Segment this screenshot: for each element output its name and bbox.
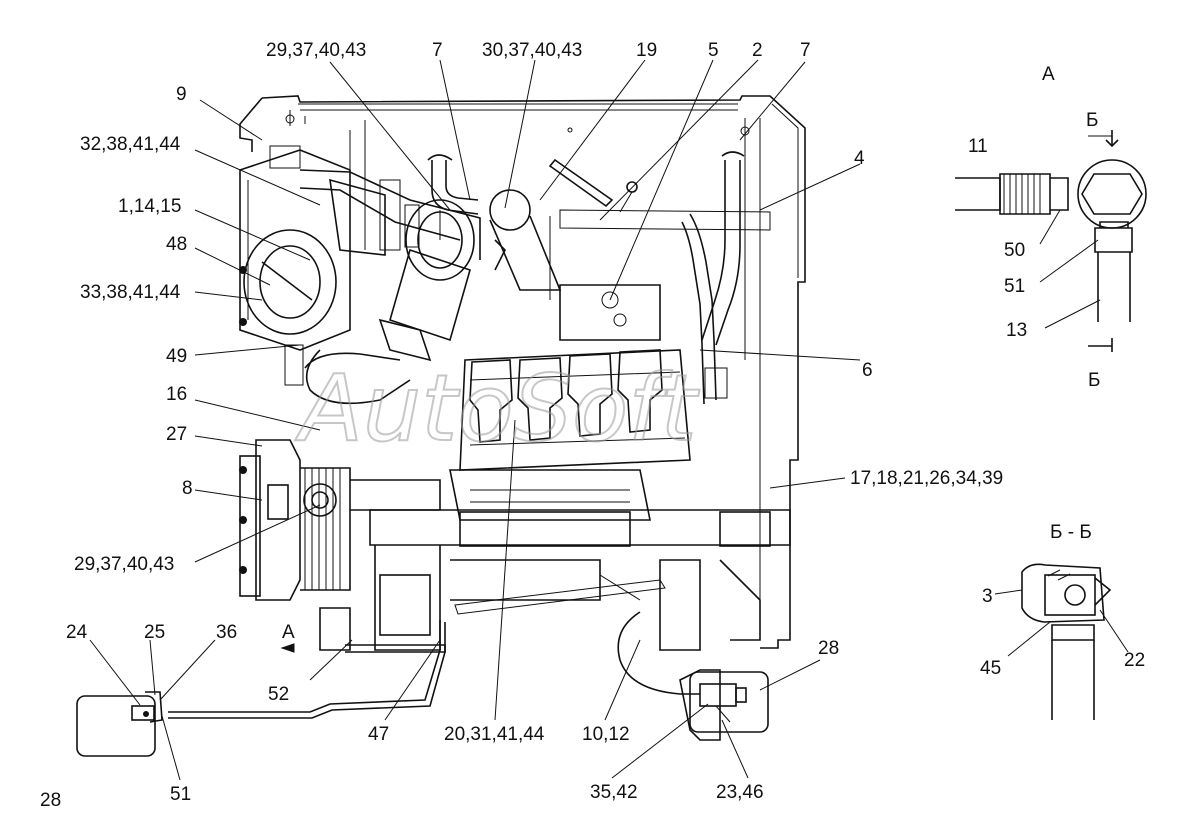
cylinder-head-covers [469, 349, 663, 443]
label-8: 8 [182, 478, 193, 499]
label-11: 11 [968, 136, 988, 157]
label-4: 4 [854, 148, 865, 169]
view-a-detail [955, 130, 1147, 352]
label-48: 48 [166, 234, 187, 255]
label-29-37-40-43-top: 29,37,40,43 [266, 40, 366, 61]
section-b-detail [1021, 563, 1112, 720]
label-view-a: А [1042, 64, 1055, 85]
engine-frame [239, 95, 806, 649]
callout-labels: 29,37,40,43 7 30,37,40,43 19 5 2 7 9 32,… [40, 40, 1145, 811]
label-28-right: 28 [818, 638, 839, 659]
label-51-left: 51 [170, 784, 191, 805]
leader-lines [89, 59, 1129, 781]
air-filter [239, 145, 351, 386]
label-5: 5 [708, 40, 719, 61]
coolant-pipes [427, 151, 745, 405]
label-25: 25 [144, 622, 165, 643]
label-45: 45 [980, 658, 1001, 679]
reservoir-right [679, 669, 769, 741]
label-19: 19 [636, 40, 657, 61]
label-32-38-41-44: 32,38,41,44 [80, 134, 181, 155]
label-29-37-40-43-low: 29,37,40,43 [74, 554, 174, 575]
dipstick-lever [548, 158, 638, 213]
label-35-42: 35,42 [590, 782, 638, 803]
label-27: 27 [166, 424, 187, 445]
label-a-arrow: А [282, 622, 295, 643]
label-28-left: 28 [40, 790, 61, 811]
label-17-18-21-26-34-39: 17,18,21,26,34,39 [850, 468, 1003, 489]
reservoir-left [76, 691, 163, 757]
label-2: 2 [752, 40, 763, 61]
label-b-bottom: Б [1088, 370, 1100, 391]
watermark: AutoSoft [295, 355, 700, 462]
lower-crossbeam [319, 509, 791, 653]
label-13: 13 [1006, 320, 1027, 341]
intake-ducts [299, 169, 562, 405]
label-47: 47 [368, 724, 389, 745]
label-49: 49 [166, 346, 187, 367]
label-51-right: 51 [1004, 276, 1025, 297]
label-16: 16 [166, 384, 187, 405]
pulley-drive [239, 439, 441, 601]
label-6: 6 [862, 360, 873, 381]
engine-block [449, 284, 691, 521]
label-36: 36 [216, 622, 237, 643]
label-7-a: 7 [432, 40, 443, 61]
label-23-46: 23,46 [716, 782, 764, 803]
label-1-14-15: 1,14,15 [118, 196, 181, 217]
label-22: 22 [1124, 650, 1145, 671]
label-3: 3 [982, 586, 993, 607]
label-b-top: Б [1086, 110, 1098, 131]
label-7-b: 7 [800, 40, 811, 61]
label-9: 9 [176, 84, 187, 105]
label-section-b-b: Б - Б [1050, 522, 1092, 543]
label-50: 50 [1004, 240, 1025, 261]
label-33-38-41-44: 33,38,41,44 [80, 282, 181, 303]
cables [168, 611, 700, 719]
label-30-37-40-43: 30,37,40,43 [482, 40, 582, 61]
label-20-31-41-44: 20,31,41,44 [444, 724, 545, 745]
label-10-12: 10,12 [582, 724, 630, 745]
label-24: 24 [66, 622, 88, 643]
label-52: 52 [268, 684, 289, 705]
